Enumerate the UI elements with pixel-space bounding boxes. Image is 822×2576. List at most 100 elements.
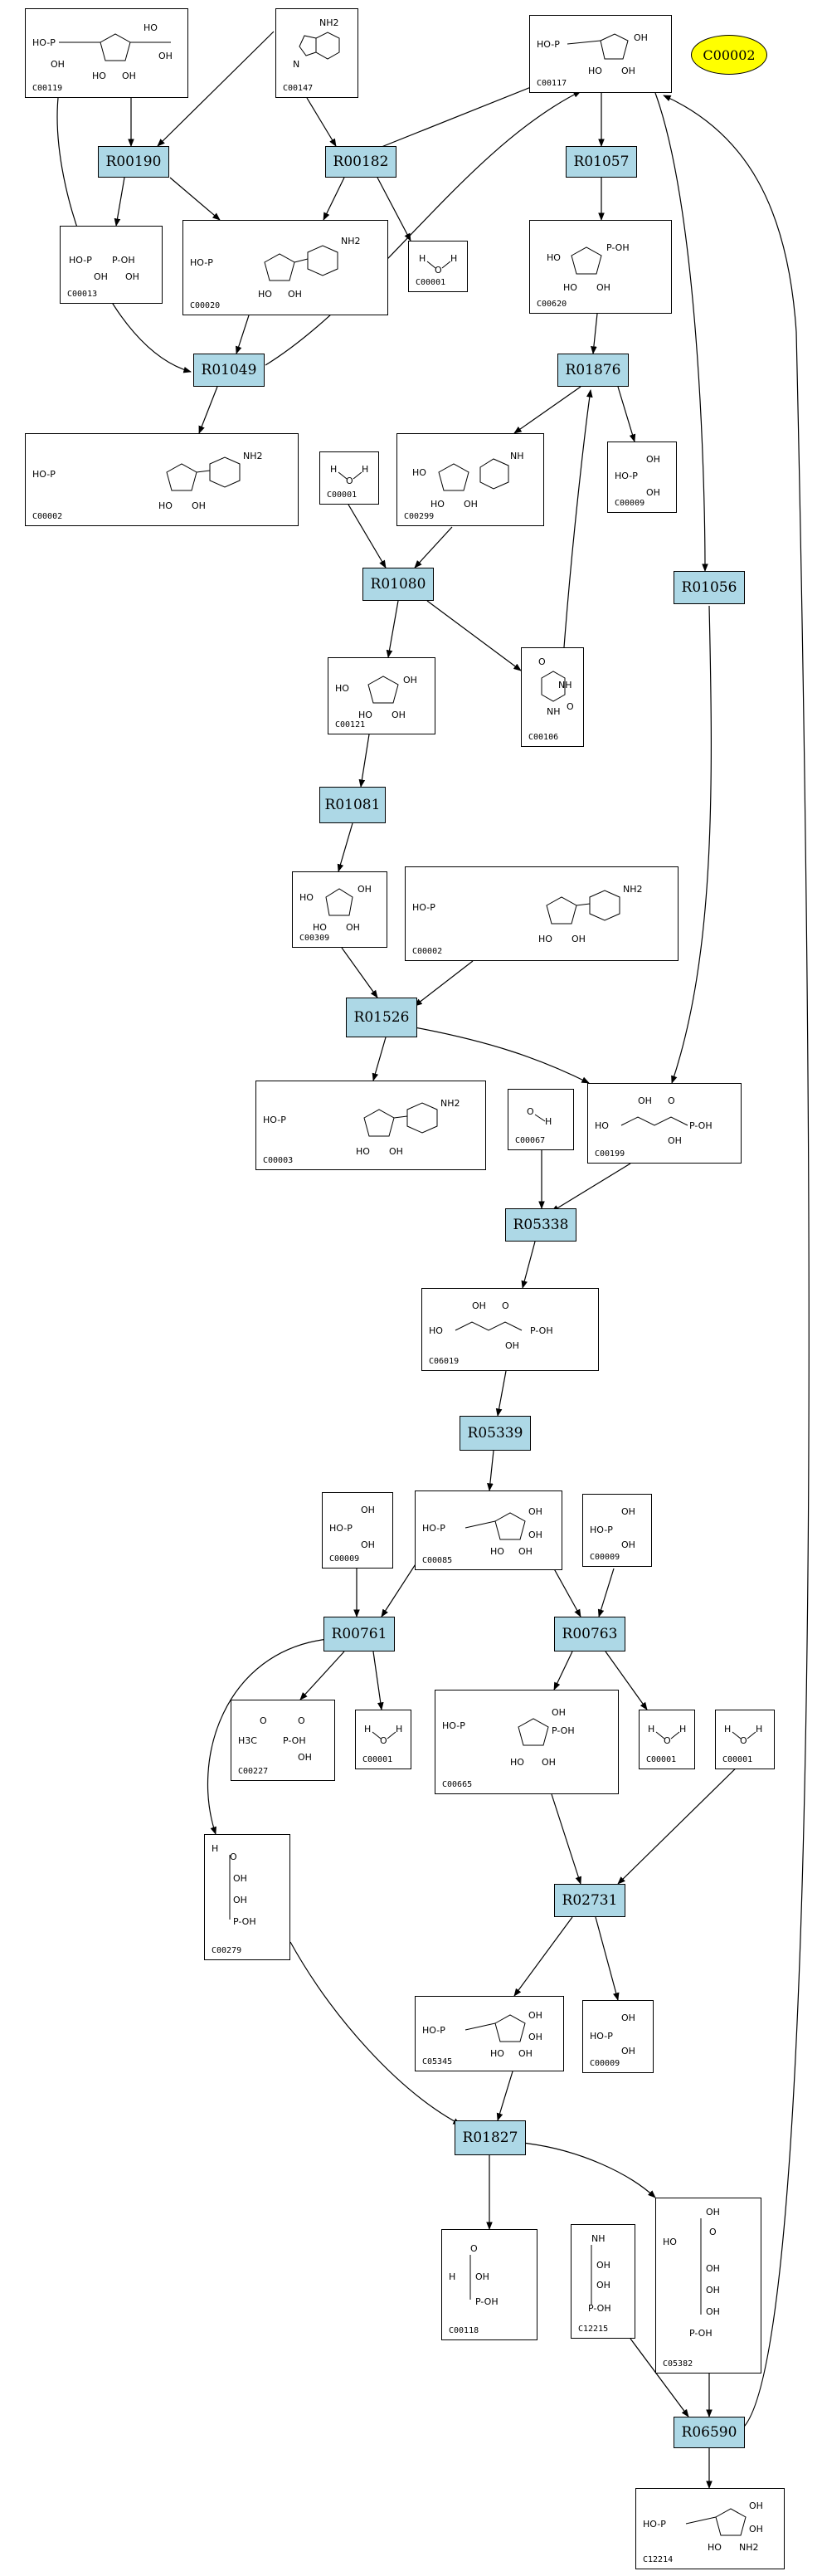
compound-id: C00147 (283, 84, 314, 93)
reaction-r01056[interactable]: R01056 (674, 571, 745, 604)
compound-id: C00067 (515, 1136, 546, 1145)
compound-id: C05382 (663, 2359, 693, 2369)
svg-text:OH: OH (122, 71, 136, 81)
reaction-r01827[interactable]: R01827 (455, 2120, 526, 2155)
svg-text:O: O (260, 1715, 267, 1726)
svg-text:P-OH: P-OH (112, 255, 135, 266)
reaction-r00182[interactable]: R00182 (325, 146, 396, 178)
reaction-r00761[interactable]: R00761 (323, 1617, 395, 1651)
svg-text:OH: OH (288, 289, 302, 300)
compound-id: C00279 (212, 1946, 242, 1955)
svg-text:OH: OH (158, 51, 173, 61)
reaction-r01049[interactable]: R01049 (193, 354, 265, 387)
svg-text:OH: OH (505, 1340, 519, 1351)
svg-text:H: H (724, 1724, 731, 1734)
reaction-r00763[interactable]: R00763 (554, 1617, 625, 1651)
edge (236, 315, 250, 354)
svg-text:P-OH: P-OH (588, 2303, 611, 2314)
compound-id: C00001 (362, 1755, 393, 1764)
svg-text:O: O (470, 2243, 478, 2254)
edge (337, 822, 353, 872)
svg-text:HO: HO (356, 1146, 370, 1157)
svg-text:H: H (364, 1724, 371, 1734)
edge (157, 31, 275, 147)
svg-text:OH: OH (749, 2500, 763, 2511)
reaction-r05338[interactable]: R05338 (505, 1208, 576, 1242)
edge (348, 504, 387, 568)
structure-icon: OH OHP-OH (449, 2243, 499, 2307)
start-node-c00002[interactable]: C00002 (691, 35, 767, 75)
svg-text:O: O (346, 476, 353, 486)
compound-id: C00118 (449, 2326, 479, 2335)
svg-text:O: O (298, 1715, 305, 1726)
svg-text:NH2: NH2 (243, 451, 263, 461)
svg-text:HO: HO (429, 1325, 443, 1336)
compound-id: C00227 (238, 1767, 269, 1776)
svg-text:OH: OH (646, 487, 660, 498)
svg-text:O: O (709, 2227, 717, 2237)
compound-id: C00665 (442, 1780, 473, 1789)
edge (341, 947, 378, 998)
structure-icon: HOH (330, 464, 368, 486)
compound-id: C06019 (429, 1357, 460, 1366)
structure-icon: HOH (419, 253, 457, 276)
reaction-r01080[interactable]: R01080 (362, 568, 434, 601)
reaction-r05339[interactable]: R05339 (460, 1416, 531, 1451)
svg-text:OH: OH (357, 884, 372, 895)
svg-text:HO: HO (92, 71, 106, 81)
reaction-r01526[interactable]: R01526 (346, 998, 417, 1037)
svg-text:HO-P: HO-P (615, 471, 638, 481)
svg-text:OH: OH (361, 1539, 375, 1550)
edge (521, 1241, 536, 1289)
reaction-r01081[interactable]: R01081 (319, 787, 386, 823)
compound-id: C00119 (32, 84, 63, 93)
svg-text:OH: OH (528, 1530, 542, 1540)
reaction-r01057[interactable]: R01057 (566, 146, 637, 178)
reaction-r00190[interactable]: R00190 (98, 146, 169, 178)
reaction-r02731[interactable]: R02731 (554, 1884, 625, 1917)
reaction-r06590[interactable]: R06590 (674, 2417, 745, 2448)
svg-text:OH: OH (94, 271, 108, 282)
edge (426, 600, 522, 671)
reaction-r01876[interactable]: R01876 (557, 354, 629, 387)
